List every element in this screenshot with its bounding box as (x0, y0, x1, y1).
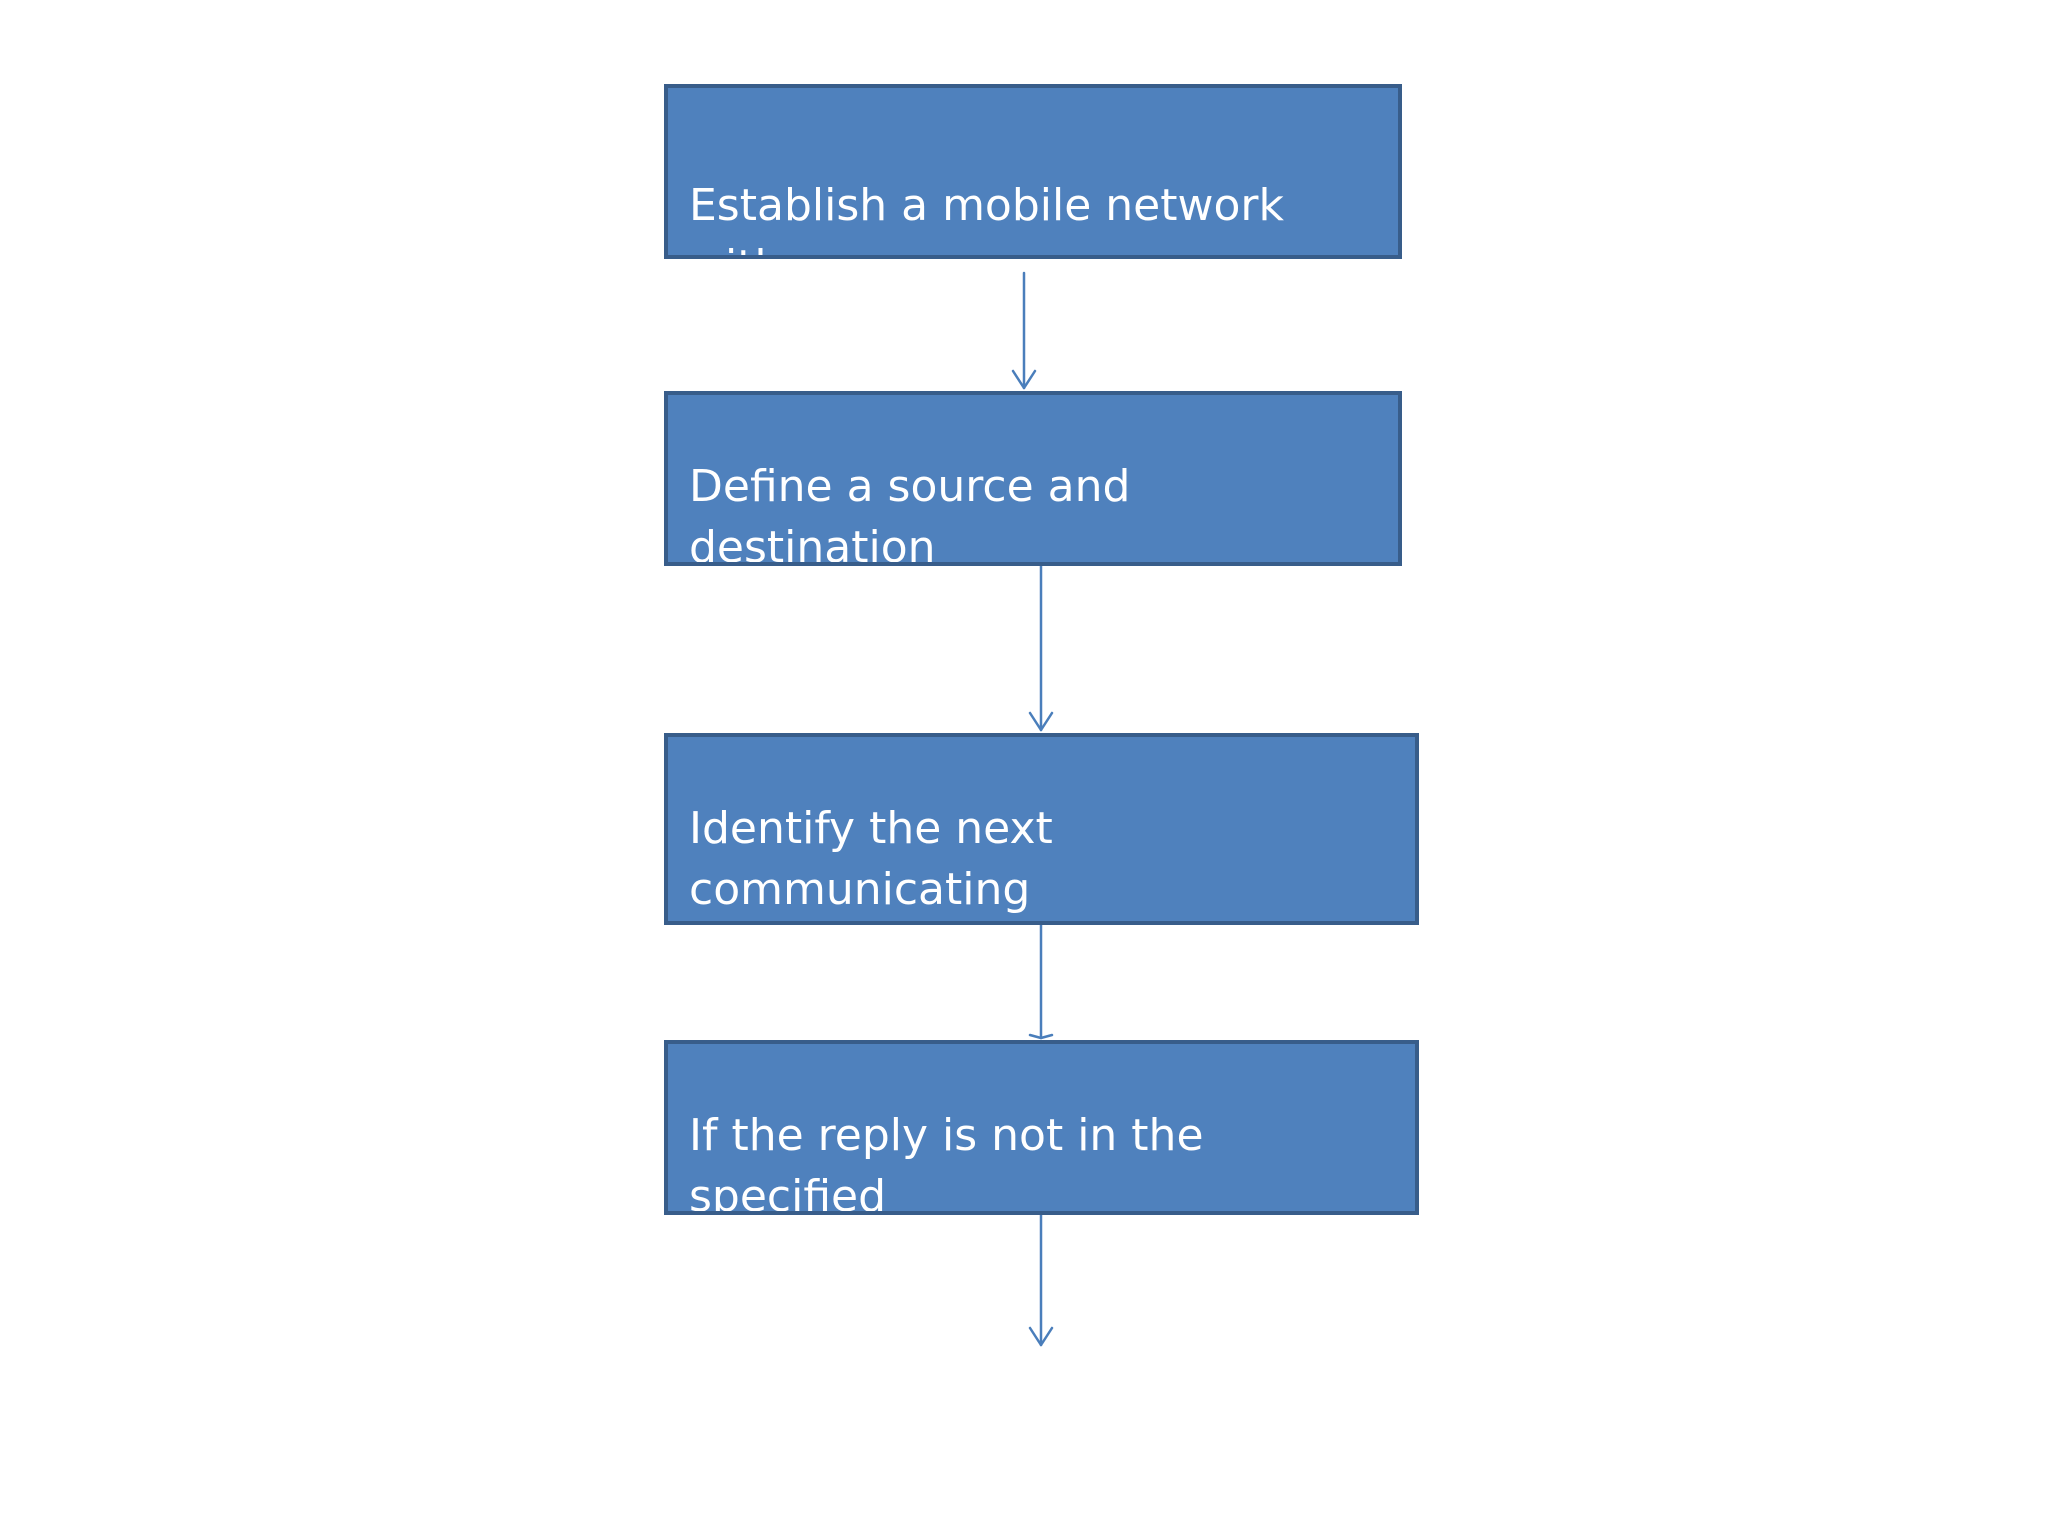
arrow-step4-out (1028, 1213, 1054, 1347)
step-3-box: Identify the next communicating node ove… (664, 733, 1419, 925)
step-3-text: Identify the next communicating node ove… (689, 803, 1053, 915)
step-2-text: Define a source and destination node and… (689, 461, 1131, 566)
step-4-text: If the reply is not in the specified tim… (689, 1110, 1204, 1215)
step-1-box: Establish a mobile network with n number… (664, 84, 1402, 259)
arrow-step3-to-step4 (1028, 923, 1054, 1040)
arrow-step2-to-step3 (1028, 564, 1054, 732)
step-4-box: If the reply is not in the specified tim… (664, 1040, 1419, 1215)
step-2-box: Define a source and destination node and… (664, 391, 1402, 566)
arrow-step1-to-step2 (1011, 271, 1037, 390)
step-1-text: Establish a mobile network with n number… (689, 180, 1284, 255)
